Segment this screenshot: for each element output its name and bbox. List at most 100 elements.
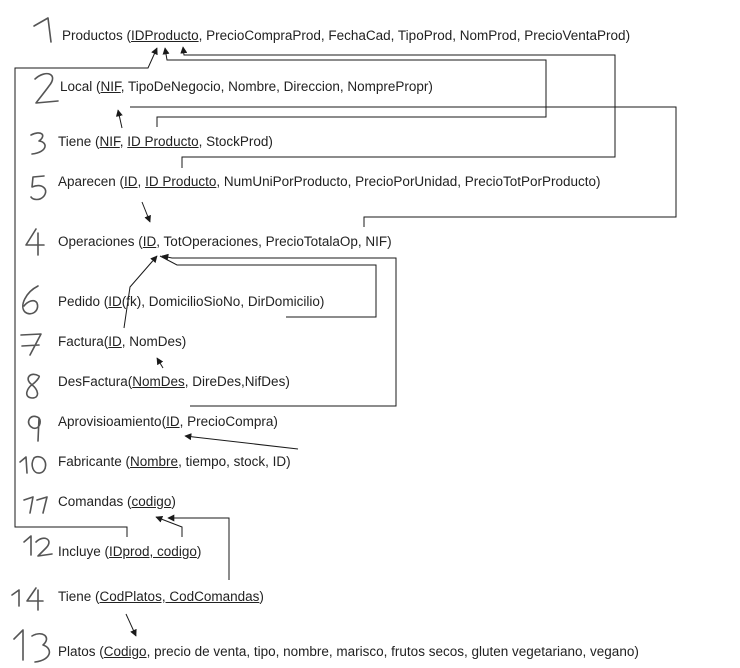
hand-num-2 <box>34 72 59 104</box>
relation-name: Productos <box>62 28 123 43</box>
attribute-list: , StockProd <box>198 134 269 149</box>
close-paren: ) <box>273 414 278 429</box>
arrow-fabricante-aprov <box>184 433 299 450</box>
close-paren: ) <box>171 494 176 509</box>
attribute-list: , NumUniPorProducto, PrecioPorUnidad, Pr… <box>216 174 597 189</box>
relation-name: Tiene <box>58 134 92 149</box>
hand-num-5 <box>30 175 47 201</box>
connector-tiene-local <box>156 47 547 127</box>
hand-num-6 <box>22 285 39 315</box>
attribute-list: , tiempo, stock, ID <box>178 454 287 469</box>
open-paren: ( <box>122 28 132 43</box>
hand-num-14 <box>11 587 44 611</box>
relation-incluye: Incluye (IDprod, codigo) <box>58 543 201 561</box>
close-paren: ) <box>596 174 601 189</box>
close-paren: ) <box>196 544 202 559</box>
relation-tiene-platos-comandas: Tiene (CodPlatos, CodComandas) <box>58 588 264 606</box>
key-attribute: NIF <box>99 134 120 149</box>
open-paren: ( <box>123 494 132 509</box>
connector-operaciones-local <box>130 106 677 227</box>
close-paren: ) <box>387 234 392 249</box>
connector-pedido-operaciones <box>159 255 377 318</box>
arrow-into-local <box>115 109 123 129</box>
arrow-tiene-platos <box>125 613 137 637</box>
relation-name: Pedido <box>58 294 101 309</box>
relation-name: Fabricante <box>58 454 122 469</box>
key-attribute: ID Producto <box>127 134 199 149</box>
open-paren: ( <box>92 79 101 94</box>
relation-name: Incluye <box>58 544 101 559</box>
relation-comandas: Comandas (codigo) <box>58 493 176 511</box>
key-attribute: Nombre <box>130 454 179 469</box>
key-attribute: ID <box>142 234 157 249</box>
arrow-into-factura <box>156 357 164 369</box>
key-attribute: IDProducto <box>131 28 199 43</box>
open-paren: ( <box>100 294 109 309</box>
connector-tiene-comandas <box>167 514 230 580</box>
connector-aparecen-productos <box>180 46 616 168</box>
attribute-list: , <box>137 174 146 189</box>
open-paren: ( <box>100 544 110 559</box>
relation-name: Aprovisioamiento <box>58 414 162 429</box>
relation-name: Tiene <box>58 589 92 604</box>
hand-num-7 <box>20 333 42 356</box>
hand-num-3 <box>30 132 46 155</box>
key-attribute: codigo <box>131 494 172 509</box>
relation-tiene: Tiene (NIF, ID Producto, StockProd) <box>58 133 273 151</box>
connector-factura-operaciones <box>123 255 158 329</box>
attribute-list: , <box>119 134 128 149</box>
open-paren: ( <box>115 174 125 189</box>
close-paren: ) <box>268 134 273 149</box>
hand-num-8 <box>25 373 41 399</box>
relation-pedido: Pedido (ID(fk), DomicilioSioNo, DirDomic… <box>58 293 324 311</box>
arrow-aparecen-operaciones <box>141 201 151 223</box>
open-paren: ( <box>134 234 143 249</box>
attribute-list: , TipoDeNegocio, Nombre, Direccion, Nomp… <box>120 79 429 94</box>
close-paren: ) <box>319 294 325 309</box>
close-paren: ) <box>285 374 290 389</box>
hand-num-11 <box>23 496 48 514</box>
relation-aparecen: Aparecen (ID, ID Producto, NumUniPorProd… <box>58 173 601 191</box>
close-paren: ) <box>286 454 291 469</box>
relation-factura: Factura(ID, NomDes) <box>58 333 186 351</box>
open-paren: ( <box>91 589 100 604</box>
relation-name: Aparecen <box>58 174 116 189</box>
key-attribute: IDprod, codigo <box>109 544 197 559</box>
open-paren: ( <box>91 134 100 149</box>
key-attribute: ID <box>108 334 122 349</box>
relation-productos: Productos (IDProducto, PrecioCompraProd,… <box>62 27 630 45</box>
connector-aprov-operaciones <box>161 253 397 407</box>
open-paren: ( <box>161 414 167 429</box>
attribute-list: , DireDes,NifDes <box>184 374 286 389</box>
attribute-list: , precio de venta, tipo, nombre, marisco… <box>146 644 635 659</box>
key-attribute: ID <box>124 174 138 189</box>
close-paren: ) <box>634 644 639 659</box>
open-paren: ( <box>121 454 131 469</box>
relation-operaciones: Operaciones (ID, TotOperaciones, PrecioT… <box>58 233 392 251</box>
relation-aprovisioamiento: Aprovisioamiento(ID, PrecioCompra) <box>58 413 278 431</box>
attribute-list: , PrecioCompraProd, FechaCad, TipoProd, … <box>198 28 626 43</box>
hand-num-13 <box>13 629 51 663</box>
key-attribute: ID <box>166 414 180 429</box>
key-attribute: CodPlatos, CodComandas <box>99 589 260 604</box>
relation-name: Operaciones <box>58 234 135 249</box>
key-attribute: Codigo <box>103 644 147 659</box>
hand-num-4 <box>25 228 45 256</box>
relation-fabricante: Fabricante (Nombre, tiempo, stock, ID) <box>58 453 291 471</box>
key-attribute: ID Producto <box>145 174 217 189</box>
open-paren: ( <box>127 374 133 389</box>
hand-num-1 <box>33 17 52 43</box>
relation-name: DesFactura <box>58 374 128 389</box>
relation-name: Platos <box>58 644 96 659</box>
relation-name: Comandas <box>58 494 124 509</box>
connector-incluye-comandas <box>155 515 183 537</box>
open-paren: ( <box>95 644 104 659</box>
attribute-list: , PrecioCompra <box>179 414 274 429</box>
hand-num-12 <box>23 535 53 557</box>
hand-num-9 <box>27 415 41 442</box>
close-paren: ) <box>181 334 187 349</box>
attribute-list: , TotOperaciones, PrecioTotalaOp, NIF <box>156 234 388 249</box>
relation-name: Local <box>60 79 93 94</box>
